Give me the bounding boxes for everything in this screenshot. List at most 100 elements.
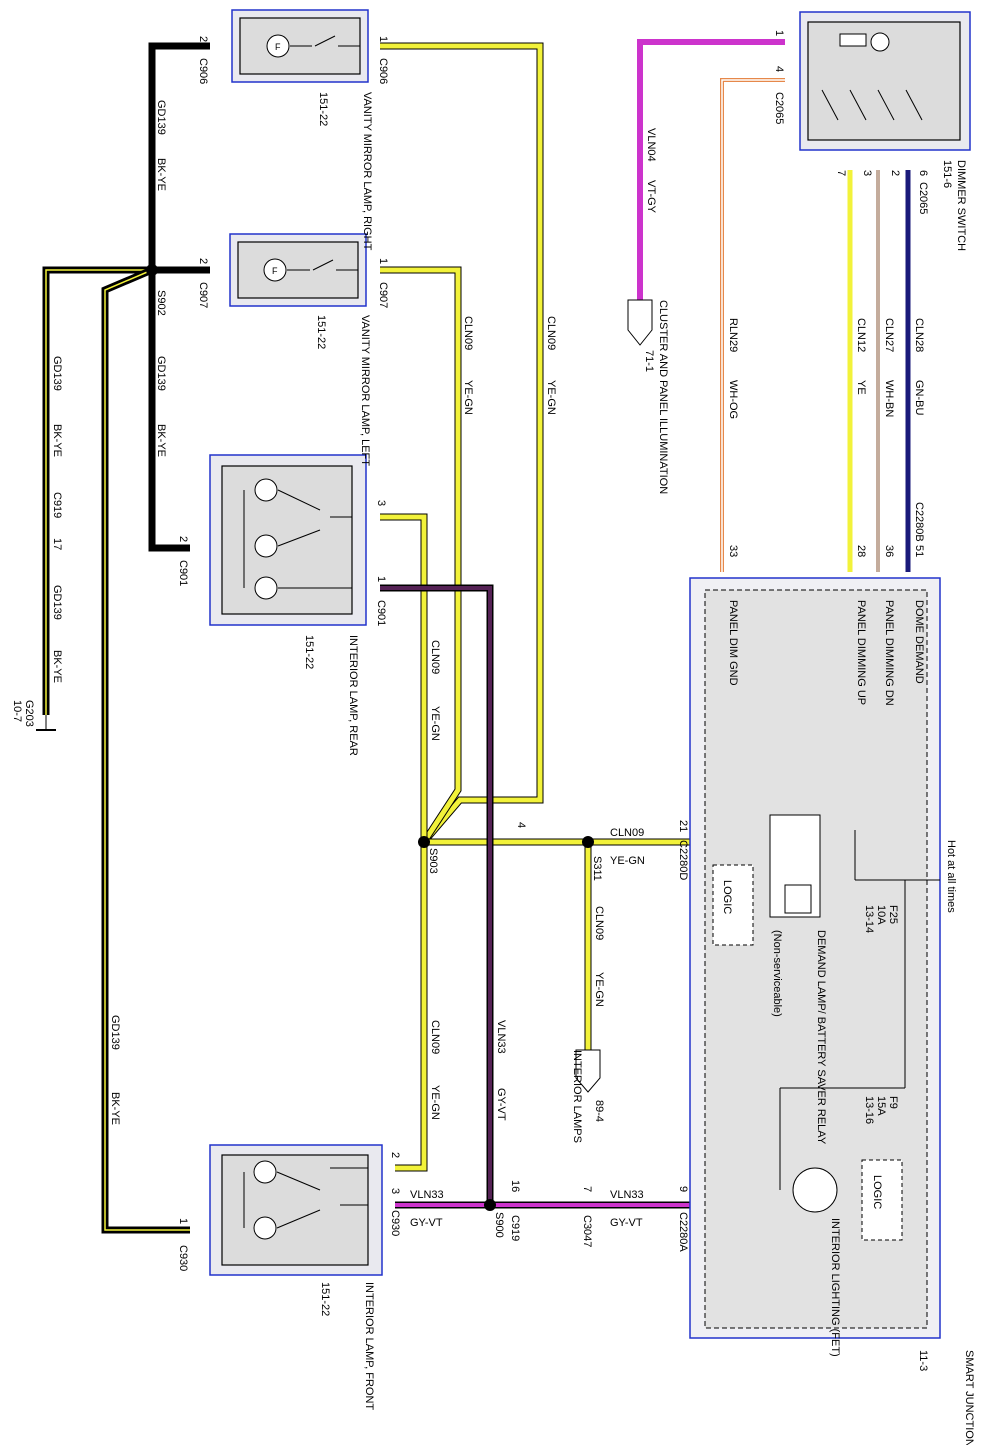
wire-label-vln33-3: VLN33 [610, 1189, 644, 1201]
vanity-right-conn-left: C906 [197, 58, 209, 84]
wire-label-vln33-2: VLN33 [410, 1189, 444, 1201]
dimmer-ref: 151-6 [941, 160, 953, 188]
vanity-left-conn-left: C907 [197, 282, 209, 308]
vanity-left-conn-right: C907 [377, 282, 389, 308]
c919-17-pin: 17 [51, 538, 63, 550]
sjb-c2280d-pin: 21 [677, 820, 689, 832]
sjb-fet: INTERIOR LIGHTING (FET) [829, 1218, 841, 1357]
dimmer-conn-bottom: C2065 [917, 182, 929, 214]
sjb-name: SMART JUNCTION BOX (SJB) [963, 1350, 975, 1445]
wire-label-cln09-5: CLN09 [593, 906, 605, 940]
vanity-left-ref: 151-22 [315, 315, 327, 349]
wire-label-gyvt-2: GY-VT [410, 1217, 443, 1229]
c919-16-pin: 16 [509, 1180, 521, 1192]
vanity-left-pin-right: 1 [377, 258, 389, 264]
vanity-mirror-lamp-left: F [229, 233, 367, 307]
dimmer-pin-7: 7 [835, 170, 847, 176]
splice-s902 [146, 264, 158, 276]
svg-text:F: F [272, 266, 278, 276]
sjb-pin-51: 51 [913, 545, 925, 557]
sjb-dim-gnd: PANEL DIM GND [727, 600, 739, 686]
dimmer-conn-top: C2065 [773, 92, 785, 124]
wire-label-cln09-2: CLN09 [462, 316, 474, 350]
interior-lamp-rear [209, 454, 367, 626]
vanity-right-conn-right: C906 [377, 58, 389, 84]
wire-label-gyvt-1: GY-VT [495, 1088, 507, 1121]
sjb-f25-a: 10A [875, 905, 887, 925]
wire-cln09-left [380, 266, 462, 844]
dimmer-pin-4: 4 [773, 66, 785, 72]
wire-label-bkye-2: BK-YE [155, 424, 167, 457]
interior-front-name: INTERIOR LAMP, FRONT [363, 1282, 375, 1410]
sjb-logic-1: LOGIC [721, 880, 733, 914]
dimmer-pin-2: 2 [889, 170, 901, 176]
s900-label: S900 [493, 1212, 505, 1238]
sjb-c2280b: C2280B [913, 502, 925, 542]
wire-label-bkye-5: BK-YE [109, 1092, 121, 1125]
interior-lamps-connector-shape [575, 1049, 601, 1093]
vanity-right-ref: 151-22 [317, 92, 329, 126]
wire-label-cln09-3: CLN09 [429, 640, 441, 674]
sjb-c2280a: C2280A [677, 1212, 689, 1252]
wire-label-cln27: CLN27 [883, 318, 895, 352]
wire-cln09-rear [380, 513, 428, 842]
wire-label-bkye-4: BK-YE [51, 650, 63, 683]
interior-rear-conn-left: C901 [177, 560, 189, 586]
wire-label-vlgy: VT-GY [645, 180, 657, 214]
splice-s903 [418, 836, 430, 848]
interior-lamps-ref: 89-4 [593, 1100, 605, 1122]
dimmer-name: DIMMER SWITCH [955, 160, 967, 251]
interior-rear-conn-right: C901 [375, 600, 387, 626]
wire-gd139-ground [42, 266, 152, 715]
wire-label-bkye-1: BK-YE [155, 158, 167, 191]
wire-label-gnbu: GN-BU [913, 380, 925, 416]
wire-label-cln09-6: CLN09 [610, 827, 644, 839]
sjb-hot: Hot at all times [945, 840, 957, 913]
wire-gd139-rear [148, 270, 190, 552]
wire-cln09-front [395, 842, 428, 1172]
svg-text:F: F [275, 42, 281, 52]
vanity-right-pin-right: 1 [377, 36, 389, 42]
vanity-mirror-lamp-right: F [231, 9, 369, 83]
wire-label-gd139-3: GD139 [51, 356, 63, 391]
wire-label-gd139-4: GD139 [51, 585, 63, 620]
wire-label-vln33-1: VLN33 [495, 1020, 507, 1054]
interior-front-conn-left: C930 [177, 1245, 189, 1271]
interior-rear-ref: 151-22 [303, 635, 315, 669]
cluster-connector-shape [627, 299, 653, 346]
sjb-pin-36: 36 [883, 545, 895, 557]
dimmer-pin-1: 1 [773, 30, 785, 36]
interior-rear-pin-3: 3 [375, 500, 387, 506]
wire-label-whog: WH-OG [727, 380, 739, 419]
vanity-right-pin-left: 2 [197, 36, 209, 42]
wire-label-cln28: CLN28 [913, 318, 925, 352]
wire-vln04 [637, 39, 785, 300]
cluster-label: CLUSTER AND PANEL ILLUMINATION [657, 300, 669, 494]
wire-label-ye: YE [855, 380, 867, 395]
interior-front-pin-2: 2 [389, 1152, 401, 1158]
vanity-right-name: VANITY MIRROR LAMP, RIGHT [361, 92, 373, 251]
wire-vln33 [380, 584, 690, 1209]
wire-label-yegn-1: YE-GN [545, 380, 557, 415]
sjb-f9-a: 15A [875, 1096, 887, 1116]
vanity-left-name: VANITY MIRROR LAMP, LEFT [359, 315, 371, 466]
c919-16-name: C919 [509, 1215, 521, 1241]
interior-front-pin-left: 1 [177, 1218, 189, 1224]
dimmer-switch [799, 11, 971, 151]
interior-rear-name: INTERIOR LAMP, REAR [347, 635, 359, 756]
sjb-dim-dn: PANEL DIMMING DN [883, 600, 895, 706]
smart-junction-box [689, 577, 941, 1339]
vanity-left-pin-left: 2 [197, 258, 209, 264]
sjb-pin-28: 28 [855, 545, 867, 557]
interior-rear-pin-left: 2 [177, 536, 189, 542]
s903-label: S903 [427, 848, 439, 874]
wire-label-gd139-1: GD139 [155, 100, 167, 135]
sjb-f9: F9 [887, 1096, 899, 1109]
wire-label-yegn-3: YE-GN [429, 706, 441, 741]
wire-label-gd139-5: GD139 [109, 1015, 121, 1050]
interior-lamp-front [209, 1144, 383, 1276]
wire-label-bkye-3: BK-YE [51, 424, 63, 457]
ground-name: G203 [23, 700, 35, 727]
cluster-ref: 71-1 [643, 350, 655, 372]
